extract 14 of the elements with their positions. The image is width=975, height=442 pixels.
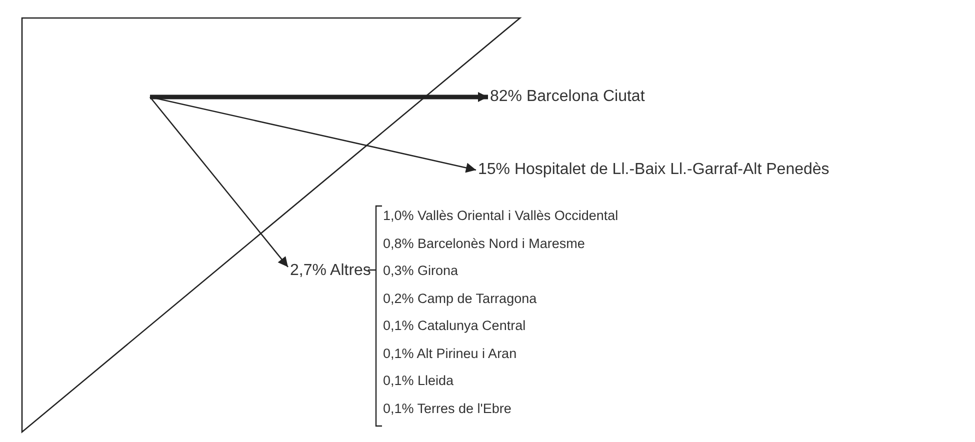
region-label: 15% Hospitalet de Ll.-Baix Ll.-Garraf-Alt Penedès xyxy=(478,160,830,180)
arrow xyxy=(150,96,476,173)
region-share-label: 1,0% Vallès Oriental i Vallès Occidental xyxy=(383,207,618,225)
arrow xyxy=(150,96,288,268)
region-share-label: 0,1% Alt Pirineu i Aran xyxy=(383,344,517,362)
region-share-label: 0,2% Camp de Tarragona xyxy=(383,290,537,308)
region-share-label: 0,1% Terres de l'Ebre xyxy=(383,400,512,418)
region-share-label: 0,1% Lleida xyxy=(383,372,454,390)
region-label: 82% Barcelona Ciutat xyxy=(490,87,645,107)
region-share-label: 0,8% Barcelonès Nord i Maresme xyxy=(383,234,585,252)
region-label: 2,7% Altres xyxy=(290,261,371,281)
region-share-label: 0,1% Catalunya Central xyxy=(383,317,526,335)
region-share-label: 0,3% Girona xyxy=(383,262,458,280)
arrow xyxy=(150,92,488,102)
